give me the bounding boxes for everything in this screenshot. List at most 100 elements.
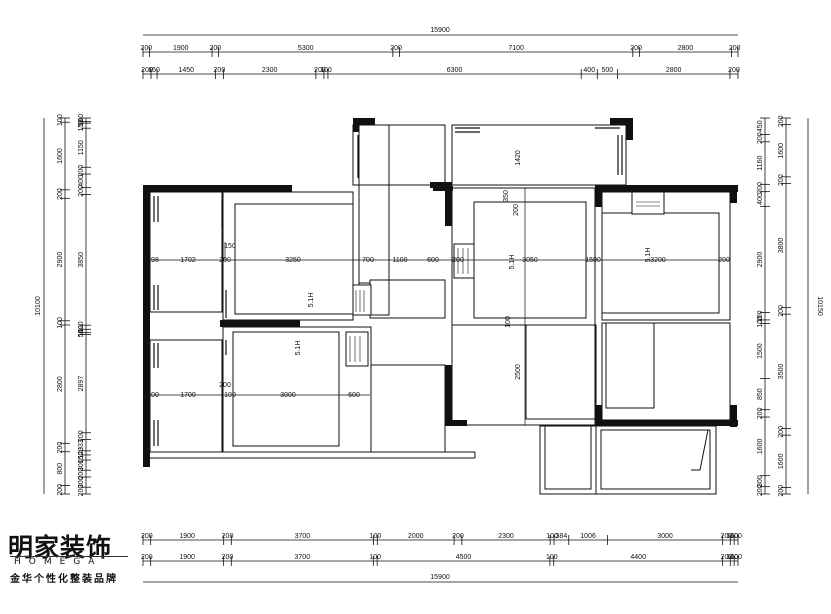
left-dimension: 2800 [57,376,64,392]
right-dimension: 200 [778,305,785,317]
left-dimension-2: 200 [78,185,85,197]
brand-name-en: HOMEGA [14,557,103,567]
right-dimension-2: 1160 [757,155,764,170]
left-dimension-2: 100 [78,325,85,337]
right-dimension-2: 2900 [757,252,764,268]
window-hatches [153,127,623,446]
top-dimension-2: 2300 [262,67,278,74]
left-total-dimension: 10100 [35,296,42,316]
fixture-lines [349,201,660,362]
brand-name-zh: 明家装饰 [8,533,113,562]
interior-dimension: 1500 [585,257,601,264]
top-dimension-2: 200 [141,67,153,74]
left-dimension: 200 [57,484,64,496]
top-dimension: 5300 [298,45,314,52]
top-dimension-2: 2800 [666,67,682,74]
interior-dimension: 3250 [285,257,301,264]
interior-dimension: 1700 [180,392,196,399]
left-dimension: 100 [57,317,64,329]
left-dimension: 100 [57,114,64,126]
right-dimension: 200 [778,485,785,497]
right-dimension-2: 200 [757,132,764,144]
interior-dim-lines [150,188,730,425]
left-dimension-2: 120 [78,321,85,333]
right-dimension-2: 200 [757,310,764,322]
right-dimension-2: 1600 [757,438,764,454]
bottom-dimension: 1006 [580,533,596,540]
right-dimension: 3800 [778,238,785,254]
bottom-dimension: 200 [452,533,464,540]
interior-dimension: 350 [503,190,510,202]
top-dimension-2: 400 [583,67,595,74]
top-dimension-2: 1450 [178,67,194,74]
right-dimension: 1600 [778,143,785,159]
top-dimension-2: 6300 [447,67,463,74]
interior-dimension: 3000 [280,392,296,399]
top-dimension-2: 500 [601,67,613,74]
right-dimension-2: 1500 [757,343,764,359]
bottom-dimension-2: 3700 [295,554,311,561]
top-dimension: 2800 [678,45,694,52]
interior-dimension: 200 [147,392,159,399]
bottom-dimension-2: 1900 [179,554,195,561]
top-dimension-2: 200 [314,67,326,74]
right-dimension: 200 [778,115,785,127]
left-dimension-2: 400 [78,175,85,187]
bottom-dimension: 100 [730,533,742,540]
interior-dimension: 200 [452,257,464,264]
left-dimension-2: 50 [78,118,85,126]
left-dimension-2: 50 [78,330,85,338]
right-dimension: 200 [778,174,785,186]
dimension-lines [43,34,809,583]
left-dimension: 1600 [57,148,64,164]
top-dimension: 200 [209,45,221,52]
interior-dimension: 100 [505,316,512,328]
room-note: 5.1H [308,293,315,308]
right-dimension-2: 300 [757,475,764,487]
bottom-dimension: 200 [721,533,733,540]
right-dimension: 200 [778,426,785,438]
right-dimension-2: 200 [757,182,764,194]
left-dimension: 200 [57,188,64,200]
interior-dimension: 200 [718,257,730,264]
right-dimension-2: 450 [757,120,764,132]
bottom-dimension: 2000 [408,533,424,540]
interior-dimension: 3200 [650,257,666,264]
bottom-dimension-2: 100 [546,554,558,561]
right-dimension: 3500 [778,364,785,380]
bottom-dimension: 100 [546,533,558,540]
bottom-dimension-2: 4500 [456,554,472,561]
interior-dimension: 600 [427,257,439,264]
interior-dimension: 1420 [515,150,522,166]
top-dimension-2: 100 [320,67,332,74]
top-dimension: 7100 [508,45,524,52]
interior-dimension: 600 [348,392,360,399]
interior-dimension: 200 [219,257,231,264]
interior-dimension: 200 [513,204,520,216]
top-dimension: 200 [630,45,642,52]
top-total-dimension: 15900 [430,27,450,34]
right-dimension-2: 100 [757,316,764,328]
interior-dimension: 1702 [180,257,196,264]
interior-dimension: 198 [147,257,159,264]
bottom-dimension: 100 [370,533,382,540]
bottom-dimension: 100 [726,533,738,540]
top-dimension-2: 200 [728,67,740,74]
room-note: 5.1H [645,248,652,263]
bottom-dimension: 2300 [498,533,514,540]
left-dimension-2: 200 [78,165,85,177]
bottom-dimension-2: 4400 [630,554,646,561]
left-dimension-2: 1150 [78,140,85,155]
top-dimension: 200 [729,45,741,52]
right-dimension-2: 200 [757,407,764,419]
left-dimension-2: 333 [78,439,85,451]
interior-dimension: 2500 [515,364,522,380]
room-outlines [149,124,731,495]
bottom-dimension-2: 100 [726,554,738,561]
interior-dimension: 150 [224,243,236,250]
right-total-dimension: 10150 [816,296,823,316]
bottom-dimension-2: 200 [222,554,234,561]
top-dimension: 200 [140,45,152,52]
top-dimension: 200 [390,45,402,52]
